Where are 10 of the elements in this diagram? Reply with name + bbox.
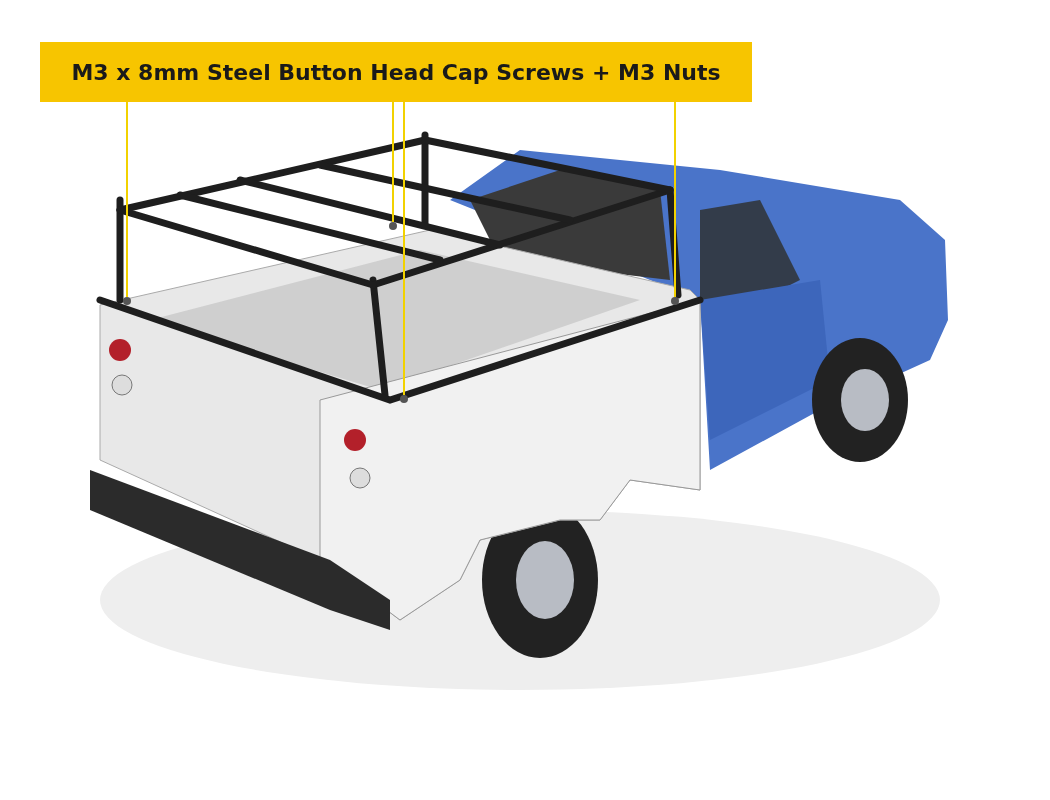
leader-line — [392, 101, 394, 223]
leader-line — [126, 101, 128, 298]
leader-line — [403, 101, 405, 396]
leader-line — [674, 101, 676, 298]
label-banner — [40, 42, 752, 102]
callout-text: M3 x 8mm Steel Button Head Cap Screws + M3 Nuts — [71, 59, 721, 85]
screw-head — [671, 297, 679, 305]
screw-head — [389, 222, 397, 230]
screw-head — [400, 395, 408, 403]
screw-head — [123, 297, 131, 305]
